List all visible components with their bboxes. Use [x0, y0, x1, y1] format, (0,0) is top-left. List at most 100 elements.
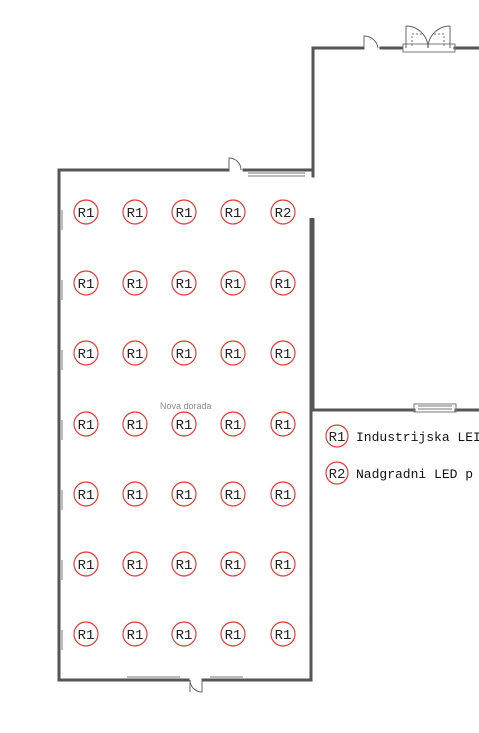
legend-description: Nadgradni LED p: [356, 467, 473, 482]
fixture-circle: [73, 621, 99, 647]
door-double-upper: [405, 25, 451, 49]
fixture-circle: [171, 481, 197, 507]
fixture-r1: R1: [171, 621, 197, 647]
fixture-r1: R1: [171, 481, 197, 507]
fixture-circle: [220, 621, 246, 647]
door-bottom-hall: [189, 679, 203, 693]
fixture-circle: [73, 481, 99, 507]
fixture-r1: R1: [270, 411, 296, 437]
fixture-circle: [220, 340, 246, 366]
fixture-code: R1: [225, 418, 242, 434]
legend-item: R2 Nadgradni LED p: [325, 461, 473, 485]
fixture-r1: R1: [73, 270, 99, 296]
fixture-r1: R1: [220, 481, 246, 507]
fixture-r1: R1: [122, 340, 148, 366]
fixture-r1: R1: [122, 551, 148, 577]
fixture-r1: R1: [122, 270, 148, 296]
fixture-code: R1: [127, 206, 144, 222]
fixture-code: R1: [127, 628, 144, 644]
fixture-r1: R1: [220, 340, 246, 366]
fixture-circle: [171, 621, 197, 647]
fixture-r1: R1: [122, 411, 148, 437]
fixture-circle: [220, 199, 246, 225]
annex-frame-inner: [418, 405, 452, 410]
door-upper-corridor: [363, 35, 379, 49]
top-frame: [402, 43, 456, 53]
fixture-code: R1: [225, 488, 242, 504]
fixture-r1: R1: [270, 551, 296, 577]
fixture-r1: R1: [122, 481, 148, 507]
fixture-r1: R1: [220, 621, 246, 647]
legend-symbol: [325, 461, 349, 485]
fixture-circle: [220, 481, 246, 507]
fixture-circle: [122, 340, 148, 366]
fixture-code: R1: [78, 628, 95, 644]
fixture-r1: R1: [73, 340, 99, 366]
fixture-circle: [73, 411, 99, 437]
fixture-code: R1: [275, 558, 292, 574]
room-label: Nova dorada: [160, 401, 212, 411]
fixture-circle: [73, 270, 99, 296]
fixture-circle: [220, 270, 246, 296]
fixture-code: R1: [78, 558, 95, 574]
fixture-r1: R1: [171, 199, 197, 225]
fixture-code: R1: [176, 418, 193, 434]
fixture-code: R1: [275, 347, 292, 363]
fixture-r1: R1: [220, 551, 246, 577]
legend-symbol: [325, 424, 349, 448]
legend: R1 Industrijska LEI R2 Nadgradni LED p: [325, 424, 479, 485]
fixture-r1: R1: [220, 270, 246, 296]
fixture-code: R1: [275, 277, 292, 293]
fixture-code: R1: [78, 488, 95, 504]
fixture-code: R1: [225, 628, 242, 644]
fixture-r2: R2: [270, 199, 296, 225]
fixture-code: R1: [78, 277, 95, 293]
fixture-circle: [122, 551, 148, 577]
walls: [57, 43, 479, 682]
fixture-r1: R1: [171, 340, 197, 366]
fixture-code: R1: [176, 558, 193, 574]
window-top: [248, 172, 305, 177]
fixture-circle: [171, 270, 197, 296]
fixture-circle: [122, 481, 148, 507]
fixture-circle: [220, 551, 246, 577]
legend-code: R1: [329, 430, 346, 446]
fixture-r1: R1: [73, 551, 99, 577]
fixture-circle: [122, 270, 148, 296]
fixture-circle: [270, 411, 296, 437]
fixture-circle: [270, 199, 296, 225]
fixture-code: R1: [176, 628, 193, 644]
fixture-r1: R1: [171, 551, 197, 577]
fixture-circle: [171, 340, 197, 366]
fixture-r1: R1: [73, 481, 99, 507]
fixture-circle: [270, 621, 296, 647]
fixture-r1: R1: [122, 199, 148, 225]
fixture-circle: [122, 199, 148, 225]
fixture-code: R1: [127, 558, 144, 574]
legend-description: Industrijska LEI: [356, 430, 479, 445]
fixture-circle: [270, 551, 296, 577]
fixture-r1: R1: [220, 199, 246, 225]
fixture-circle: [270, 481, 296, 507]
fixture-circle: [220, 411, 246, 437]
fixture-circle: [270, 270, 296, 296]
fixture-circle: [171, 411, 197, 437]
annex-frame: [413, 403, 457, 413]
fixture-code: R1: [127, 277, 144, 293]
door-double-dashed: [411, 33, 445, 46]
fixture-code: R1: [176, 488, 193, 504]
fixture-code: R1: [78, 418, 95, 434]
fixture-code: R1: [127, 347, 144, 363]
fixture-code: R1: [176, 277, 193, 293]
doors: [189, 25, 451, 693]
fixture-r1: R1: [122, 621, 148, 647]
fixture-code: R2: [275, 206, 292, 222]
fixture-circle: [270, 340, 296, 366]
fixture-circle: [171, 199, 197, 225]
legend-code: R2: [329, 467, 346, 483]
fixture-code: R1: [275, 488, 292, 504]
fixture-code: R1: [176, 347, 193, 363]
fixture-circle: [122, 621, 148, 647]
fixture-code: R1: [225, 277, 242, 293]
